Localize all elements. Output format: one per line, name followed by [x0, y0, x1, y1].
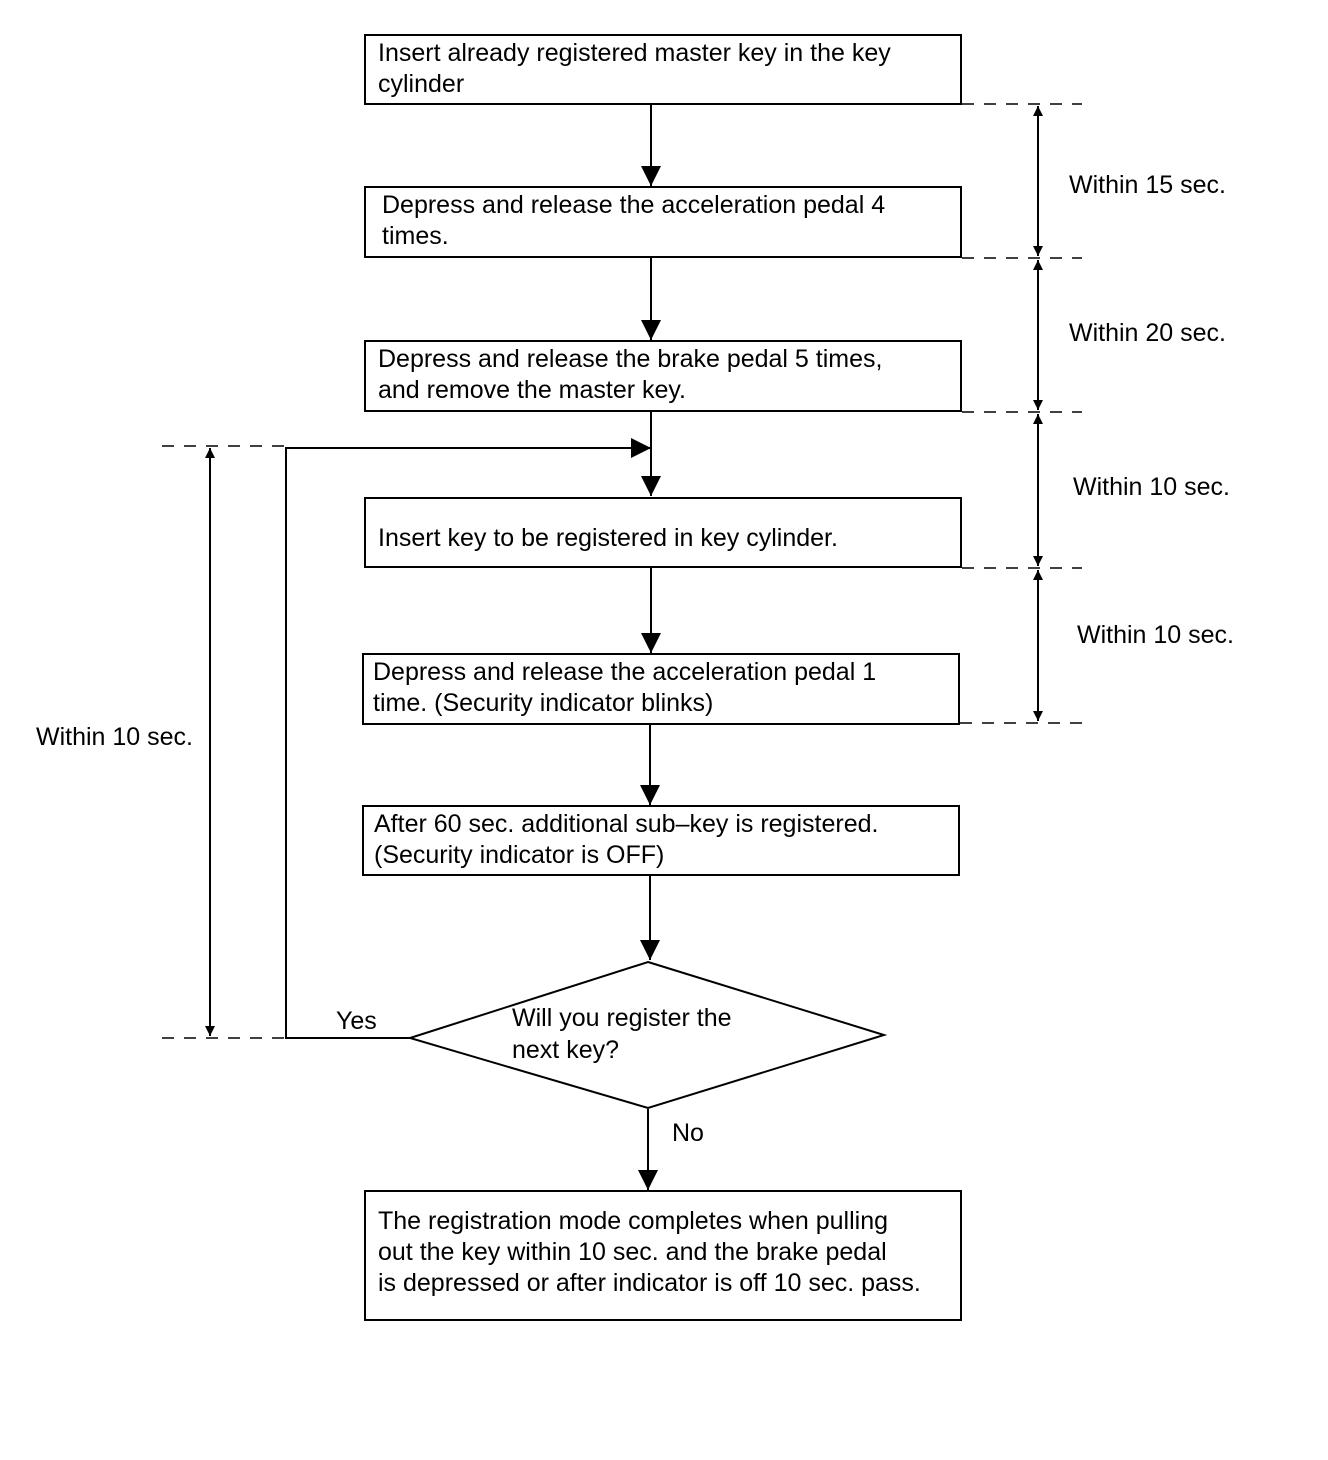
step-insert-master-key: Insert already registered master key in …: [364, 34, 962, 105]
timing-label-20s: Within 20 sec.: [1069, 319, 1227, 347]
timing-label-10s-a: Within 10 sec.: [1073, 473, 1231, 501]
decision-question: Will you register the next key?: [512, 1004, 732, 1064]
step-sub-key-registered: After 60 sec. additional sub–key is regi…: [362, 805, 960, 876]
step-insert-new-key: Insert key to be registered in key cylin…: [364, 497, 962, 568]
decision-diamond: [406, 960, 888, 1110]
timing-label-10s-b: Within 10 sec.: [1077, 621, 1235, 649]
step-depress-brake-5: Depress and release the brake pedal 5 ti…: [364, 340, 962, 412]
yes-loop-line: [285, 438, 651, 1039]
timing-label-loop: Within 10 sec.: [36, 723, 194, 751]
step-registration-complete: The registration mode completes when pul…: [364, 1190, 962, 1321]
decision-no-label: No: [672, 1119, 704, 1147]
timing-label-15s: Within 15 sec.: [1069, 171, 1227, 199]
step-depress-accel-4: Depress and release the acceleration ped…: [364, 186, 962, 258]
step-depress-accel-1: Depress and release the acceleration ped…: [362, 653, 960, 725]
decision-yes-label: Yes: [336, 1007, 377, 1035]
